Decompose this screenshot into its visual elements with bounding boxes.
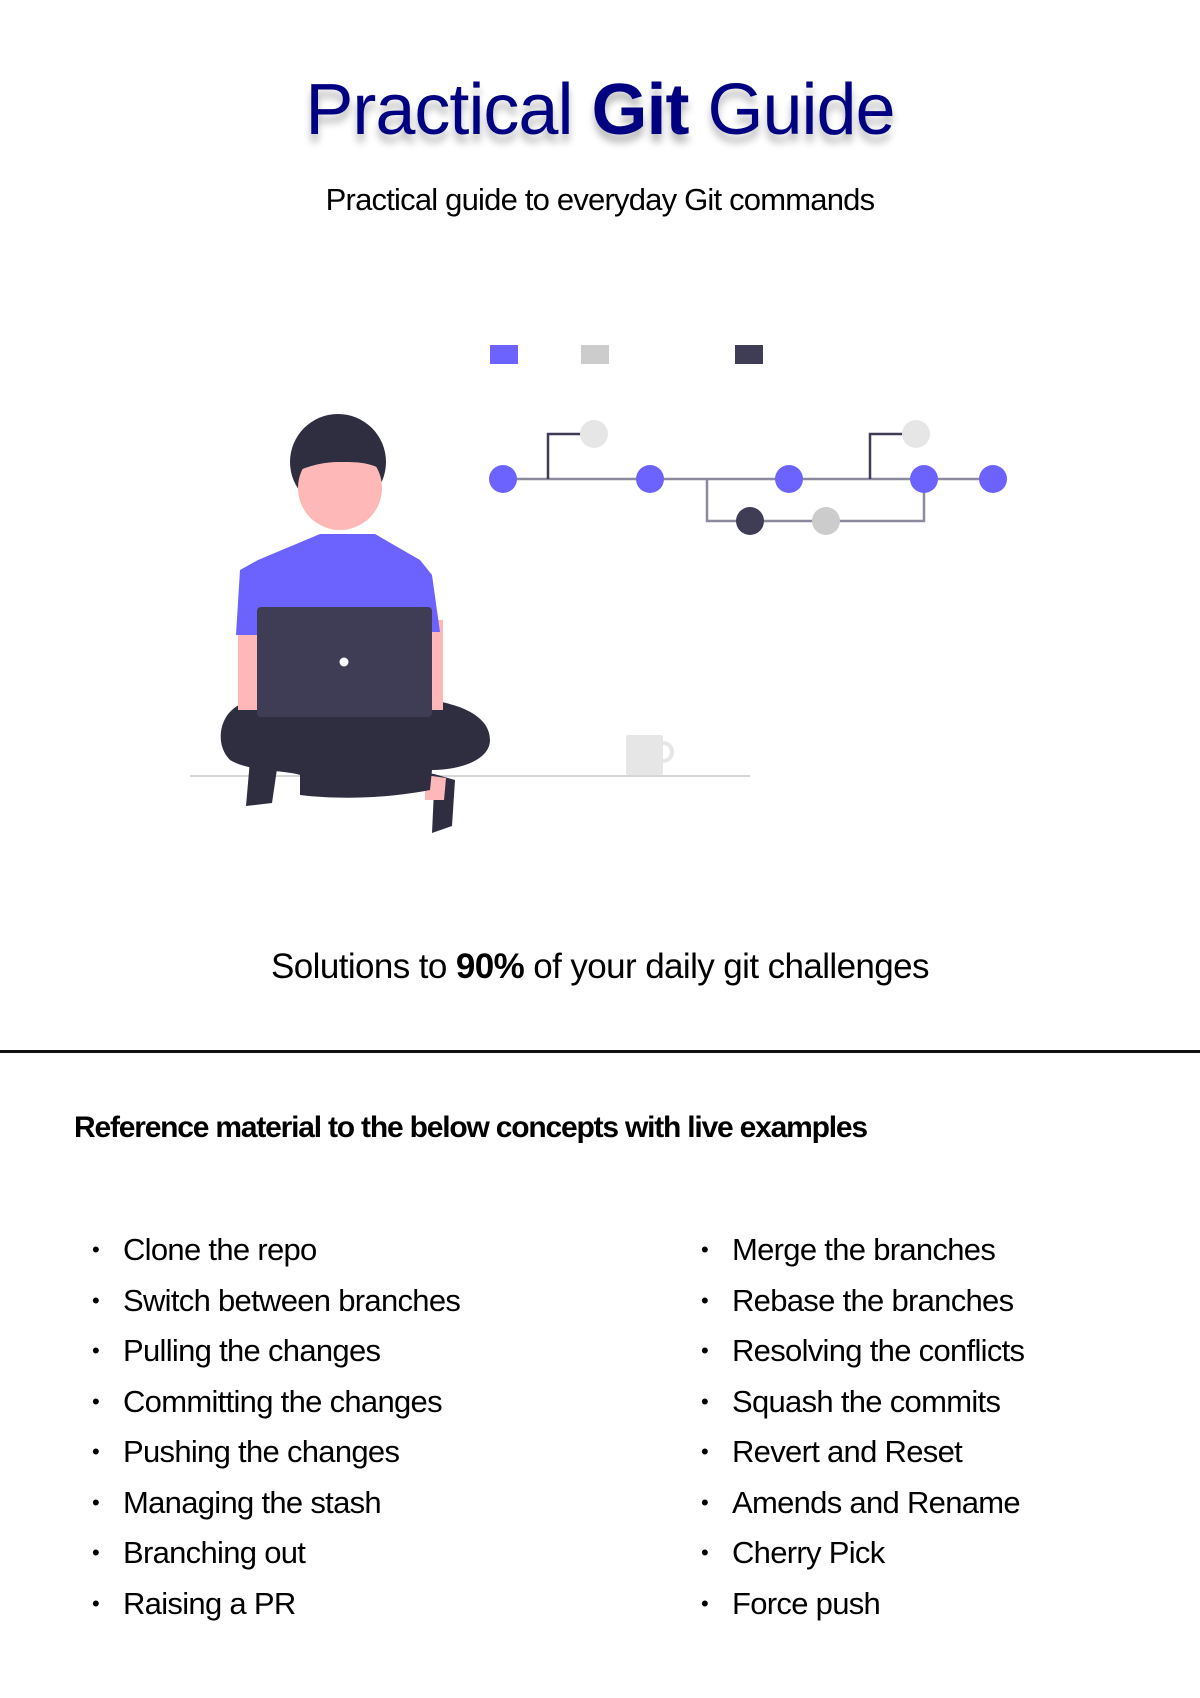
topic-label: Amends and Rename [732, 1484, 1021, 1520]
commit-node-icon [902, 420, 930, 448]
bullet-icon: • [92, 1590, 100, 1616]
tagline: Solutions to 90% of your daily git chall… [0, 945, 1200, 989]
title-git: Git [591, 70, 689, 150]
topic-label: Resolving the conflicts [732, 1333, 1025, 1368]
commit-node-icon [812, 507, 840, 535]
list-item: • Managing the stash [92, 1483, 460, 1534]
bullet-icon: • [92, 1540, 100, 1565]
bullet-icon: • [92, 1489, 100, 1515]
section-divider [0, 1050, 1200, 1053]
commit-node-icon [979, 465, 1007, 493]
title-part-2: Guide [688, 70, 895, 150]
tagline-percent: 90% [455, 947, 525, 986]
bullet-icon: • [701, 1489, 709, 1515]
list-item: • Branching out [92, 1533, 460, 1584]
bullet-icon: • [701, 1338, 709, 1363]
list-item: • Force push [701, 1584, 1024, 1635]
bullet-icon: • [701, 1287, 709, 1313]
bullet-icon: • [92, 1237, 100, 1262]
list-item: • Clone the repo [92, 1230, 460, 1281]
topic-label: Managing the stash [123, 1484, 382, 1520]
bullet-icon: • [701, 1540, 709, 1565]
topic-label: Cherry Pick [732, 1535, 885, 1570]
bullet-icon: • [701, 1590, 709, 1616]
topic-list-left: • Clone the repo • Switch between branches… [92, 1230, 461, 1635]
list-item: • Revert and Reset [701, 1432, 1024, 1483]
list-item: • Resolving the conflicts [701, 1331, 1025, 1382]
bullet-icon: • [92, 1388, 100, 1414]
commit-node-icon [489, 465, 517, 493]
commit-node-icon [580, 420, 608, 448]
dark-square-icon [735, 345, 763, 364]
tagline-suffix: of your daily git challenges [524, 947, 929, 986]
commit-node-icon [636, 465, 664, 493]
bullet-icon: • [92, 1287, 100, 1313]
topic-label: Rebase the branches [732, 1282, 1014, 1318]
list-item: • Merge the branches [701, 1230, 1024, 1281]
topic-label: Merge the branches [732, 1232, 996, 1267]
topic-label: Revert and Reset [732, 1434, 963, 1469]
list-item: • Raising a PR [92, 1584, 460, 1635]
list-item: • Squash the commits [701, 1382, 1024, 1433]
list-item: • Switch between branches [92, 1281, 461, 1332]
page-title: Practical Git Guide [0, 70, 1200, 150]
commit-nodes [489, 420, 1007, 535]
reference-heading: Reference material to the below concepts… [74, 1111, 868, 1144]
coffee-mug-icon [626, 735, 674, 775]
commit-node-icon [910, 465, 938, 493]
list-item: • Committing the changes [92, 1382, 460, 1433]
bullet-icon: • [701, 1237, 709, 1262]
gray-square-icon [581, 345, 609, 364]
topic-label: Committing the changes [123, 1383, 443, 1419]
bullet-icon: • [92, 1338, 100, 1363]
title-part-1: Practical [305, 70, 592, 150]
list-item: • Amends and Rename [701, 1483, 1024, 1534]
bullet-icon: • [701, 1388, 709, 1414]
page-subtitle: Practical guide to everyday Git commands [325, 182, 875, 217]
list-item: • Cherry Pick [701, 1533, 1024, 1584]
commit-node-icon [736, 507, 764, 535]
topic-list-right: • Merge the branches • Rebase the branches… [701, 1230, 1025, 1635]
topic-label: Branching out [123, 1535, 306, 1570]
commit-node-icon [775, 465, 803, 493]
tagline-prefix: Solutions to [271, 947, 456, 986]
list-item: • Rebase the branches [701, 1281, 1024, 1332]
list-item: • Pushing the changes [92, 1432, 460, 1483]
topic-label: Raising a PR [123, 1585, 296, 1621]
topic-label: Squash the commits [732, 1383, 1001, 1419]
accent-square-icon [490, 345, 518, 364]
topic-label: Pulling the changes [123, 1333, 381, 1368]
list-item: • Pulling the changes [92, 1331, 460, 1382]
topic-label: Clone the repo [123, 1232, 317, 1267]
bullet-icon: • [701, 1439, 709, 1464]
topic-label: Force push [732, 1585, 881, 1621]
person-with-laptop-icon [220, 414, 490, 833]
git-illustration [190, 345, 1007, 833]
bullet-icon: • [92, 1439, 100, 1464]
topic-label: Pushing the changes [123, 1434, 400, 1469]
topic-label: Switch between branches [123, 1282, 461, 1318]
